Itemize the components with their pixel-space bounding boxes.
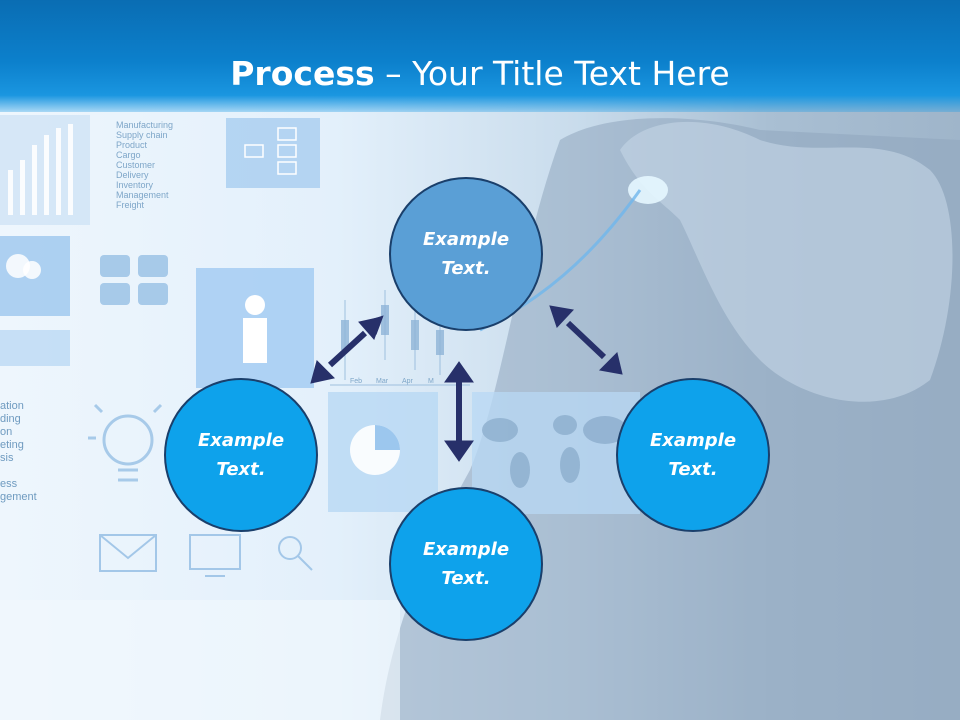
list-item: Supply chain bbox=[116, 130, 168, 140]
lightbulb-icon bbox=[88, 403, 163, 482]
magnifier-icon bbox=[278, 536, 302, 560]
hand-shape bbox=[620, 121, 953, 402]
list-item: Product bbox=[116, 140, 148, 150]
node-left: Example Text. bbox=[164, 378, 318, 532]
title-bold: Process bbox=[230, 54, 375, 93]
node-label: Example Text. bbox=[406, 225, 526, 283]
title-rest: – Your Title Text Here bbox=[374, 54, 730, 93]
month-label: Mar bbox=[376, 378, 389, 385]
list-item: Delivery bbox=[116, 170, 149, 180]
node-label-line: Example bbox=[649, 430, 737, 451]
list-item: gement bbox=[0, 491, 37, 503]
fingertip bbox=[628, 176, 668, 204]
month-label: Feb bbox=[350, 378, 362, 385]
list-item: eting bbox=[0, 439, 24, 451]
slide-title: Process – Your Title Text Here bbox=[0, 52, 960, 96]
list-item: Customer bbox=[116, 160, 156, 170]
title-bar bbox=[0, 0, 960, 112]
list-item: on bbox=[0, 426, 13, 438]
node-label: Example Text. bbox=[633, 426, 753, 484]
node-label-line: Text. bbox=[441, 258, 491, 279]
list-item: sis bbox=[0, 452, 14, 464]
node-label-line: Text. bbox=[441, 568, 491, 589]
node-right: Example Text. bbox=[616, 378, 770, 532]
double-arrow-vertical bbox=[444, 361, 474, 462]
node-label-line: Example bbox=[422, 539, 510, 560]
node-label: Example Text. bbox=[181, 426, 301, 484]
node-label: Example Text. bbox=[406, 535, 526, 593]
month-label: M bbox=[428, 378, 434, 385]
list-item: Cargo bbox=[116, 150, 141, 160]
node-top: Example Text. bbox=[389, 177, 543, 331]
node-bottom: Example Text. bbox=[389, 487, 543, 641]
list-item: Manufacturing bbox=[116, 120, 174, 130]
list-item: Inventory bbox=[116, 180, 154, 190]
double-arrow-top-left bbox=[310, 315, 384, 384]
node-label-line: Text. bbox=[216, 459, 266, 480]
double-arrow-top-right bbox=[549, 305, 623, 375]
list-item: Management bbox=[116, 190, 169, 200]
background-text-list-2: ation ding on eting sis ess gement bbox=[0, 400, 37, 504]
node-label-line: Example bbox=[197, 430, 285, 451]
flowchart-panel bbox=[226, 118, 320, 188]
world-map-panel bbox=[472, 392, 640, 514]
background-text-list: Manufacturing Supply chain Product Cargo… bbox=[116, 120, 173, 210]
list-item: ation bbox=[0, 400, 24, 412]
list-item: ding bbox=[0, 413, 21, 425]
node-label-line: Example bbox=[422, 229, 510, 250]
month-label: Apr bbox=[402, 378, 414, 385]
puzzle-icon bbox=[100, 255, 168, 305]
list-item: ess bbox=[0, 478, 18, 490]
node-label-line: Text. bbox=[668, 459, 718, 480]
world-map-icon bbox=[482, 415, 627, 488]
list-item: Freight bbox=[116, 200, 145, 210]
monitor-icon bbox=[189, 534, 241, 570]
envelope-icon bbox=[99, 534, 157, 572]
